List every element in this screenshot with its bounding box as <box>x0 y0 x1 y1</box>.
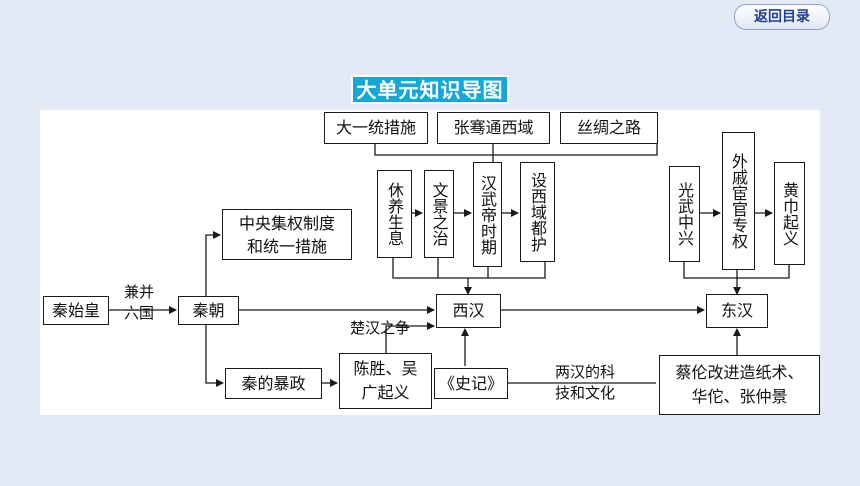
node-xiuyang: 休养生息 <box>377 170 412 258</box>
node-shiji: 《史记》 <box>434 368 508 399</box>
node-xihan: 西汉 <box>436 294 501 328</box>
edge-xihan-group <box>392 258 546 279</box>
label-jianbing: 兼并 六国 <box>123 283 154 322</box>
node-xiyu-duhu: 设西域都护 <box>520 162 555 262</box>
node-central-authority: 中央集权制度 和统一措施 <box>222 209 352 260</box>
node-donghan: 东汉 <box>706 294 768 328</box>
node-waiqi-huanguan: 外戚宦官专权 <box>722 132 755 270</box>
node-wenjing: 文景之治 <box>424 170 454 258</box>
node-unify-measures: 大一统措施 <box>324 112 428 144</box>
node-guangwu: 光武中兴 <box>669 166 700 262</box>
edge-chensheng-xihan <box>385 322 435 353</box>
node-chensheng-wuguang: 陈胜、吴 广起义 <box>339 353 432 409</box>
knowledge-map-panel: 秦始皇 兼并 六国 秦朝 中央集权制度 和统一措施 秦的暴政 陈胜、吴 广起义 … <box>40 110 820 415</box>
diagram-title: 大单元知识导图 <box>351 75 509 104</box>
node-qin-tyranny: 秦的暴政 <box>225 368 322 399</box>
node-zhangqian: 张骞通西域 <box>437 112 550 144</box>
node-cailun-huatuo: 蔡伦改进造纸术、 华佗、张仲景 <box>659 355 820 415</box>
back-to-contents-button[interactable]: 返回目录 <box>734 4 830 30</box>
node-huangjin: 黄巾起义 <box>774 162 805 265</box>
node-hanwudi: 汉武帝时期 <box>473 162 502 267</box>
node-qinshihuang: 秦始皇 <box>43 296 109 325</box>
label-keji: 两汉的科 技和文化 <box>554 363 615 402</box>
edge-top-bracket <box>374 141 658 156</box>
edge-qinchao-tyranny <box>205 324 224 387</box>
node-silk-road: 丝绸之路 <box>560 112 658 144</box>
edge-qinchao-central <box>205 231 221 296</box>
node-qinchao: 秦朝 <box>178 296 239 325</box>
label-chuhan: 楚汉之争 <box>349 319 410 337</box>
